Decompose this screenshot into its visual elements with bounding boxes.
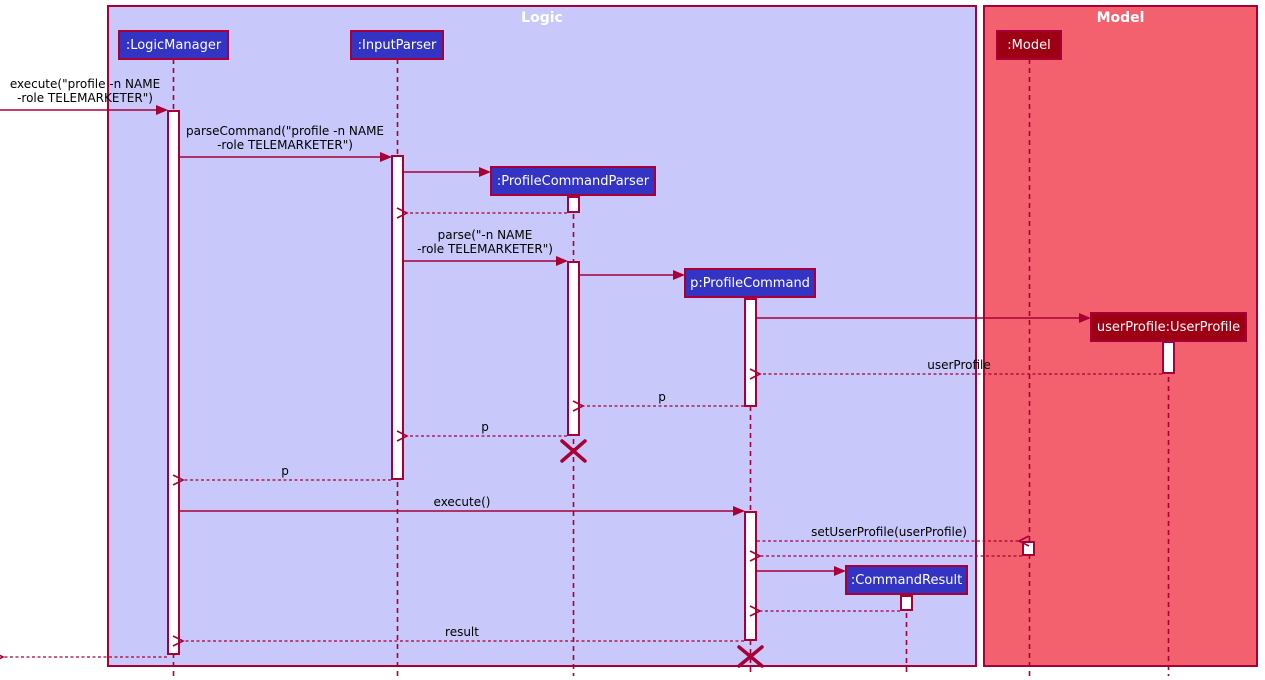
activation-profile-command-parser-parse (567, 261, 580, 436)
activation-profile-command-parser-create (567, 196, 580, 213)
message-label-line: -role TELEMARKETER") (417, 242, 553, 256)
message-label-result: result (445, 625, 479, 639)
message-label-line: execute("profile -n NAME (9, 77, 161, 91)
message-label-execute-cmd: execute("profile -n NAME -role TELEMARKE… (10, 77, 160, 105)
participant-logic-manager-label: :LogicManager (125, 37, 222, 53)
activation-input-parser (391, 155, 404, 480)
frame-logic: Logic (107, 5, 977, 667)
frame-model-title: Model (1096, 10, 1145, 26)
message-label-line: -role TELEMARKETER") (217, 138, 353, 152)
activation-profile-command-construct (744, 298, 757, 407)
activation-model (1022, 541, 1035, 556)
participant-logic-manager: :LogicManager (118, 30, 229, 60)
participant-profile-command-parser-label: :ProfileCommandParser (496, 173, 650, 189)
message-label-line: parse("-n NAME (437, 228, 533, 242)
activation-command-result (900, 595, 913, 611)
frame-logic-title: Logic (521, 10, 563, 26)
participant-input-parser: :InputParser (350, 30, 444, 60)
message-label-p-return-3: p (281, 464, 289, 478)
message-label-execute-p: execute() (433, 495, 491, 509)
participant-input-parser-label: :InputParser (357, 37, 437, 53)
message-label-line: parseCommand("profile -n NAME (185, 124, 385, 138)
participant-profile-command-parser: :ProfileCommandParser (490, 166, 656, 196)
activation-user-profile (1162, 341, 1175, 374)
message-label-p-return-2: p (481, 420, 489, 434)
activation-profile-command-execute (744, 511, 757, 641)
message-label-user-profile-return: userProfile (927, 358, 991, 372)
participant-command-result-label: :CommandResult (850, 572, 963, 588)
message-label-parse-command: parseCommand("profile -n NAME -role TELE… (186, 124, 384, 152)
message-label-set-user-profile: setUserProfile(userProfile) (811, 525, 967, 539)
message-label-p-return-1: p (658, 390, 666, 404)
message-label-line: -role TELEMARKETER") (17, 91, 153, 105)
participant-user-profile: userProfile:UserProfile (1090, 312, 1247, 342)
activation-logic-manager (167, 110, 180, 655)
participant-model: :Model (996, 30, 1062, 60)
participant-profile-command: p:ProfileCommand (684, 268, 816, 298)
message-label-parse: parse("-n NAME -role TELEMARKETER") (417, 228, 553, 256)
participant-profile-command-label: p:ProfileCommand (690, 275, 810, 291)
participant-command-result: :CommandResult (845, 565, 968, 595)
participant-model-label: :Model (1007, 37, 1051, 53)
participant-user-profile-label: userProfile:UserProfile (1096, 319, 1241, 335)
